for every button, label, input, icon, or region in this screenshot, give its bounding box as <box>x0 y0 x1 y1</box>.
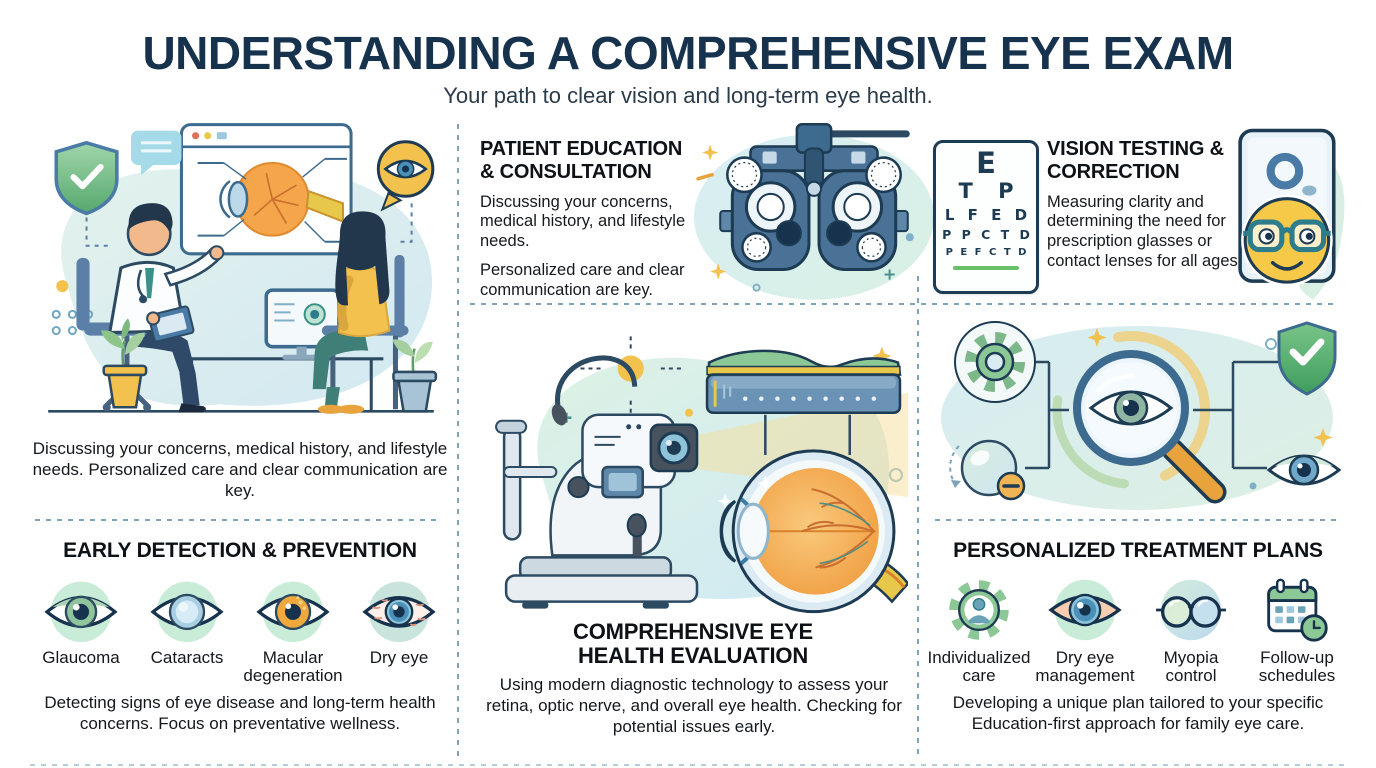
shield-check-icon <box>1277 321 1337 396</box>
early-detection-item: Macular degeneration <box>240 576 346 685</box>
vision-testing-block: VISION TESTING & CORRECTION Measuring cl… <box>1047 138 1243 272</box>
magnifier-eye-icon <box>1073 350 1227 504</box>
dashed-divider-vertical-right <box>917 276 919 760</box>
doctor-patient-consultation-illustration <box>48 123 438 414</box>
eye-chart-row: L F E D <box>944 205 1032 224</box>
vision-testing-heading: VISION TESTING & CORRECTION <box>1047 138 1224 183</box>
eye-chart-row: P P C T D <box>942 227 1033 243</box>
snellen-eye-chart: E T P L F E D P P C T D P E F C T D <box>933 140 1039 294</box>
dashed-divider-bottom <box>30 764 1346 766</box>
patient-figure <box>312 211 409 414</box>
early-detection-item: Cataracts <box>134 576 240 685</box>
evaluation-body: Using modern diagnostic technology to as… <box>486 675 902 737</box>
treatment-heading: PERSONALIZED TREATMENT PLANS <box>953 539 1323 562</box>
eye-icon <box>1266 454 1342 486</box>
analysis-magnifier-process-illustration <box>941 321 1342 510</box>
vision-testing-body: Measuring clarity and determining the ne… <box>1047 192 1243 270</box>
gear-icon <box>954 321 1036 403</box>
icon-label: Myopia control <box>1163 648 1219 686</box>
treatment-item: Individualized care <box>926 576 1032 685</box>
smiley-glasses-card-illustration <box>1238 128 1345 300</box>
dashed-divider-left <box>35 519 441 521</box>
gear-person-icon <box>949 580 1009 640</box>
evaluation-heading: COMPREHENSIVE EYE HEALTH EVALUATION <box>573 619 813 669</box>
eye-anatomy-browser-window <box>179 123 353 256</box>
early-detection-item: Dry eye <box>346 576 452 685</box>
patient-education-line1: Discussing your concerns, medical histor… <box>480 192 686 251</box>
eye-cross-section-icon <box>719 449 908 614</box>
eye-chart-row: P E F C T D <box>945 247 1029 259</box>
dashed-divider-top-row <box>470 303 1336 305</box>
round-glasses-icon <box>1156 579 1226 641</box>
dashed-divider-right <box>935 519 1339 521</box>
dashed-divider-vertical-left <box>457 124 459 760</box>
icon-label: Glaucoma <box>42 648 120 667</box>
dry-eye-management-icon <box>1048 579 1122 641</box>
icon-label: Follow-up schedules <box>1258 648 1336 686</box>
icon-label: Individualized care <box>927 648 1031 686</box>
chat-bubble-icon <box>130 130 182 176</box>
fundus-camera-eye-cross-section-illustration <box>495 336 908 614</box>
plant-left-icon <box>100 318 148 409</box>
page-subtitle: Your path to clear vision and long-term … <box>443 83 933 108</box>
dry-eye-icon <box>362 581 436 643</box>
icon-label: Dry eye <box>369 648 429 667</box>
early-detection-icon-row: Glaucoma Cataracts Macular degeneration <box>28 576 452 685</box>
treatment-item: Follow-up schedules <box>1244 576 1350 685</box>
oct-retina-scan-icon <box>705 349 902 414</box>
patient-education-heading: PATIENT EDUCATION & CONSULTATION <box>480 138 683 183</box>
cataract-eye-icon <box>150 581 224 643</box>
doctor-figure <box>76 203 225 413</box>
page-title: UNDERSTANDING A COMPREHENSIVE EYE EXAM <box>142 27 1234 79</box>
shield-check-icon <box>54 140 119 216</box>
treatment-icon-row: Individualized care Dry eye management <box>926 576 1350 685</box>
eye-chart-green-bar <box>953 265 1019 270</box>
icon-label: Dry eye management <box>1035 648 1135 686</box>
patient-education-block: PATIENT EDUCATION & CONSULTATION Discuss… <box>480 138 700 301</box>
patient-education-line2: Personalized care and clear communicatio… <box>480 260 685 299</box>
macular-degeneration-eye-icon <box>256 581 330 643</box>
icon-label: Cataracts <box>150 648 224 667</box>
treatment-caption: Developing a unique plan tailored to you… <box>952 693 1324 734</box>
eye-chart-row: E <box>976 146 996 180</box>
early-detection-caption: Detecting signs of eye disease and long-… <box>44 693 436 734</box>
early-detection-item: Glaucoma <box>28 576 134 685</box>
eye-chart-row: T P <box>958 179 1023 204</box>
glaucoma-eye-icon <box>44 581 118 643</box>
calendar-clock-icon <box>1267 578 1328 642</box>
early-detection-heading: EARLY DETECTION & PREVENTION <box>63 539 417 562</box>
eye-speech-icon <box>376 140 435 212</box>
phoropter-device-illustration <box>694 123 934 300</box>
treatment-item: Dry eye management <box>1032 576 1138 685</box>
plant-right-icon <box>392 339 438 413</box>
icon-label: Macular degeneration <box>243 648 343 686</box>
consultation-caption: Discussing your concerns, medical histor… <box>32 439 448 501</box>
treatment-item: Myopia control <box>1138 576 1244 685</box>
fundus-camera-icon <box>495 355 699 609</box>
lens-minus-icon <box>949 439 1026 501</box>
